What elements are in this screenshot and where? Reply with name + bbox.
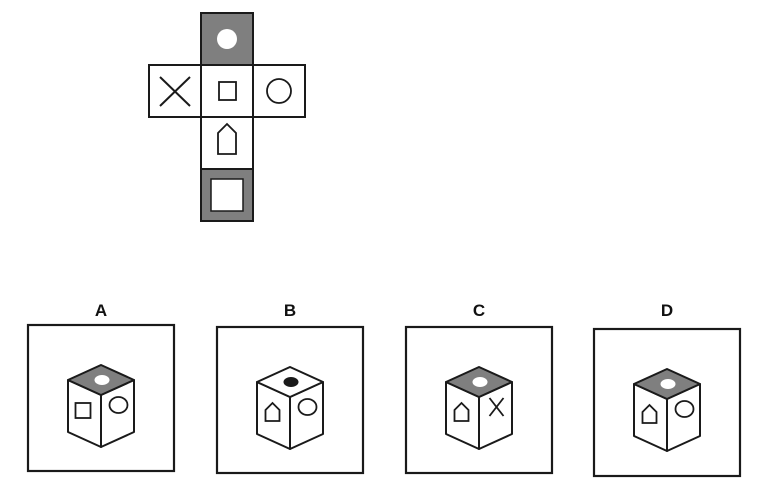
- x-mark-icon: [488, 397, 505, 417]
- cube-view: [256, 366, 324, 450]
- house-icon: [264, 401, 281, 422]
- circle-icon: [297, 398, 318, 416]
- cube-net: [148, 12, 306, 222]
- option-c[interactable]: C: [404, 301, 554, 475]
- option-b[interactable]: B: [215, 301, 365, 475]
- option-label: B: [284, 301, 296, 320]
- x-mark-icon: [159, 76, 191, 107]
- net-face-right: [252, 64, 306, 118]
- option-d[interactable]: D: [592, 301, 742, 478]
- net-face-left: [148, 64, 202, 118]
- black-dot-icon: [283, 377, 299, 387]
- white-square-icon: [210, 178, 244, 212]
- option-label: A: [95, 301, 107, 320]
- cube-view: [445, 366, 513, 450]
- circle-icon: [674, 400, 695, 418]
- circle-icon: [266, 78, 292, 104]
- white-dot-icon: [94, 375, 110, 385]
- net-face-center: [200, 64, 254, 118]
- house-icon: [217, 122, 237, 155]
- house-icon: [453, 401, 470, 422]
- white-dot-icon: [472, 377, 488, 387]
- option-a[interactable]: A: [26, 301, 176, 473]
- option-label: C: [473, 301, 485, 320]
- white-dot-icon: [660, 379, 676, 389]
- small-square-icon: [74, 402, 92, 419]
- option-label: D: [661, 301, 673, 320]
- house-icon: [641, 403, 658, 424]
- cube-view: [633, 368, 701, 452]
- net-face-bottom: [200, 168, 254, 222]
- answer-options: A B C D: [26, 301, 742, 478]
- cube-view: [67, 364, 135, 448]
- white-dot-icon: [217, 29, 237, 49]
- small-square-icon: [218, 81, 237, 101]
- circle-icon: [108, 396, 129, 414]
- net-face-top: [200, 12, 254, 66]
- net-face-below-center: [200, 116, 254, 170]
